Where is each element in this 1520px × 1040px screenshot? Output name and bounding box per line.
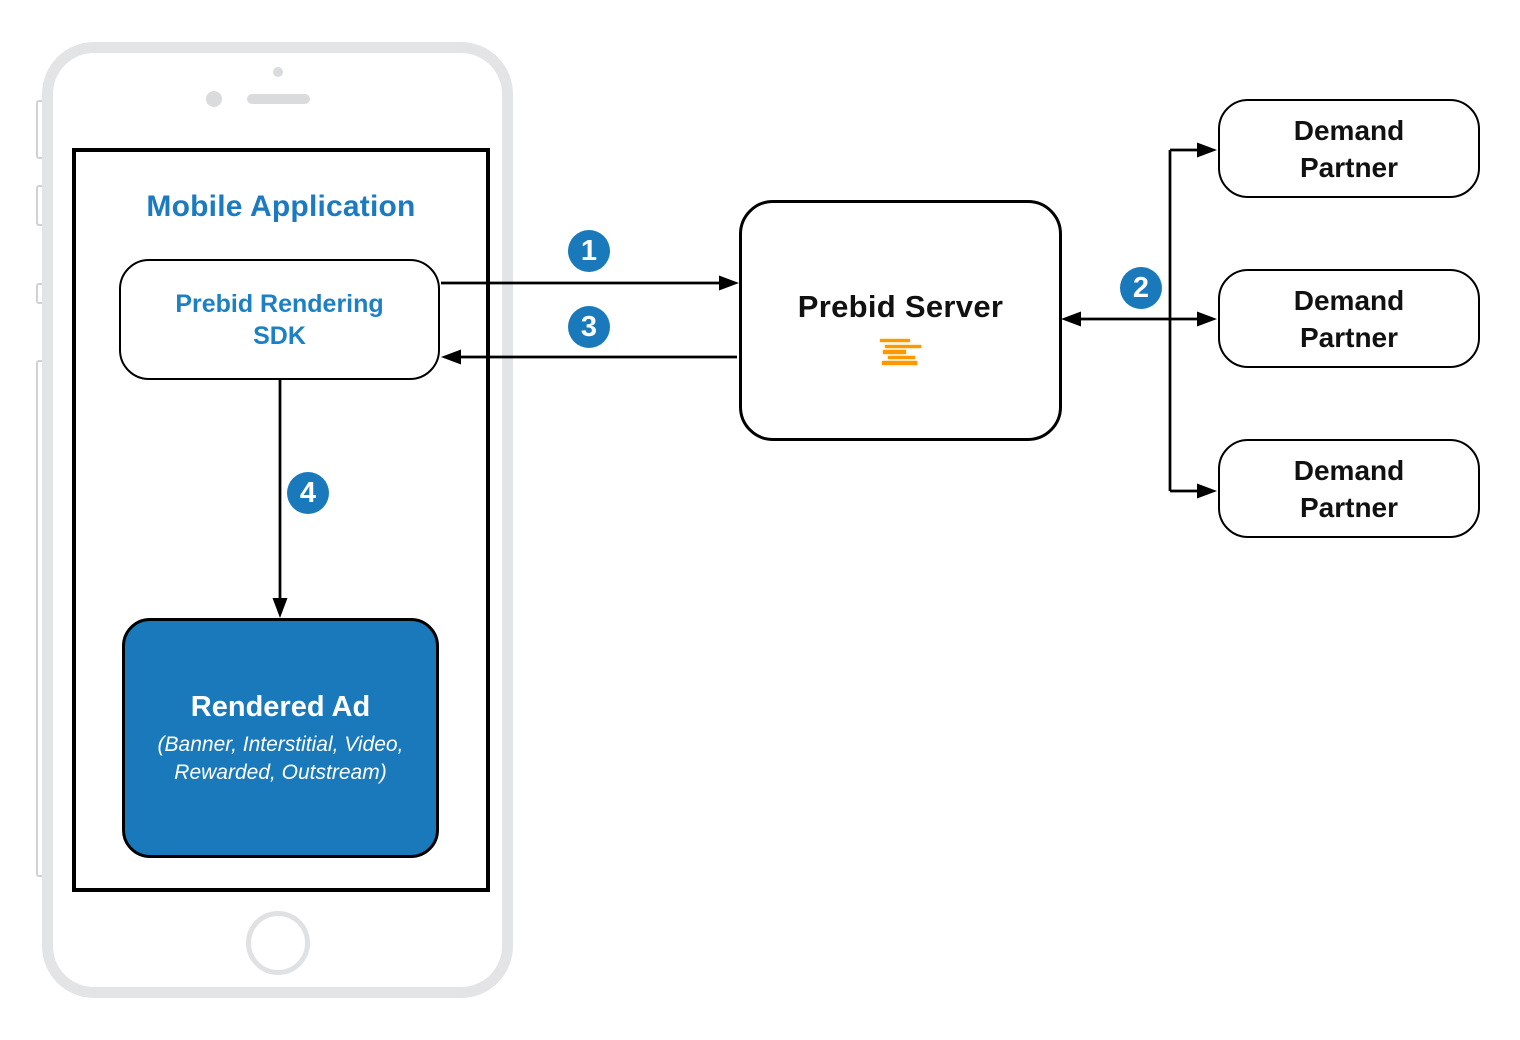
prebid-server-label: Prebid Server bbox=[797, 288, 1004, 324]
phone-speaker-icon bbox=[247, 94, 310, 104]
branch-line-demand-partners bbox=[1168, 142, 1217, 499]
phone-sensor-icon bbox=[206, 91, 222, 107]
rendered-ad-subtitle-line2: Rewarded, Outstream) bbox=[174, 761, 387, 784]
demand-partner-label: Demand Partner bbox=[1293, 284, 1405, 353]
phone-home-button bbox=[246, 911, 310, 975]
sdk-label-line2: SDK bbox=[253, 321, 306, 350]
rendered-ad-subtitle-line1: (Banner, Interstitial, Video, bbox=[157, 733, 404, 756]
step-number: 1 bbox=[580, 234, 598, 267]
step-badge-4: 4 bbox=[287, 472, 329, 514]
phone-camera-icon bbox=[273, 67, 283, 77]
prebid-logo-icon bbox=[879, 337, 922, 365]
demand-partner-label: Demand Partner bbox=[1293, 114, 1405, 183]
rendered-ad-title: Rendered Ad bbox=[190, 691, 371, 723]
prebid-server-box: Prebid Server bbox=[739, 200, 1062, 441]
prebid-rendering-sdk-box: Prebid Rendering SDK bbox=[119, 259, 440, 380]
sdk-label-line1: Prebid Rendering bbox=[175, 289, 384, 318]
demand-partner-box-1: Demand Partner bbox=[1218, 99, 1480, 198]
mobile-application-title: Mobile Application bbox=[146, 190, 416, 223]
step-number: 3 bbox=[580, 310, 598, 343]
rendered-ad-box: Rendered Ad (Banner, Interstitial, Video… bbox=[122, 618, 439, 858]
step-badge-2: 2 bbox=[1120, 267, 1162, 309]
step-badge-1: 1 bbox=[568, 230, 610, 272]
step-number: 4 bbox=[299, 476, 317, 509]
arrow-server-demand-bidirectional bbox=[1061, 311, 1217, 327]
step-badge-3: 3 bbox=[568, 306, 610, 348]
demand-partner-box-3: Demand Partner bbox=[1218, 439, 1480, 538]
step-number: 2 bbox=[1132, 271, 1150, 304]
demand-partner-box-2: Demand Partner bbox=[1218, 269, 1480, 368]
demand-partner-label: Demand Partner bbox=[1293, 454, 1405, 523]
